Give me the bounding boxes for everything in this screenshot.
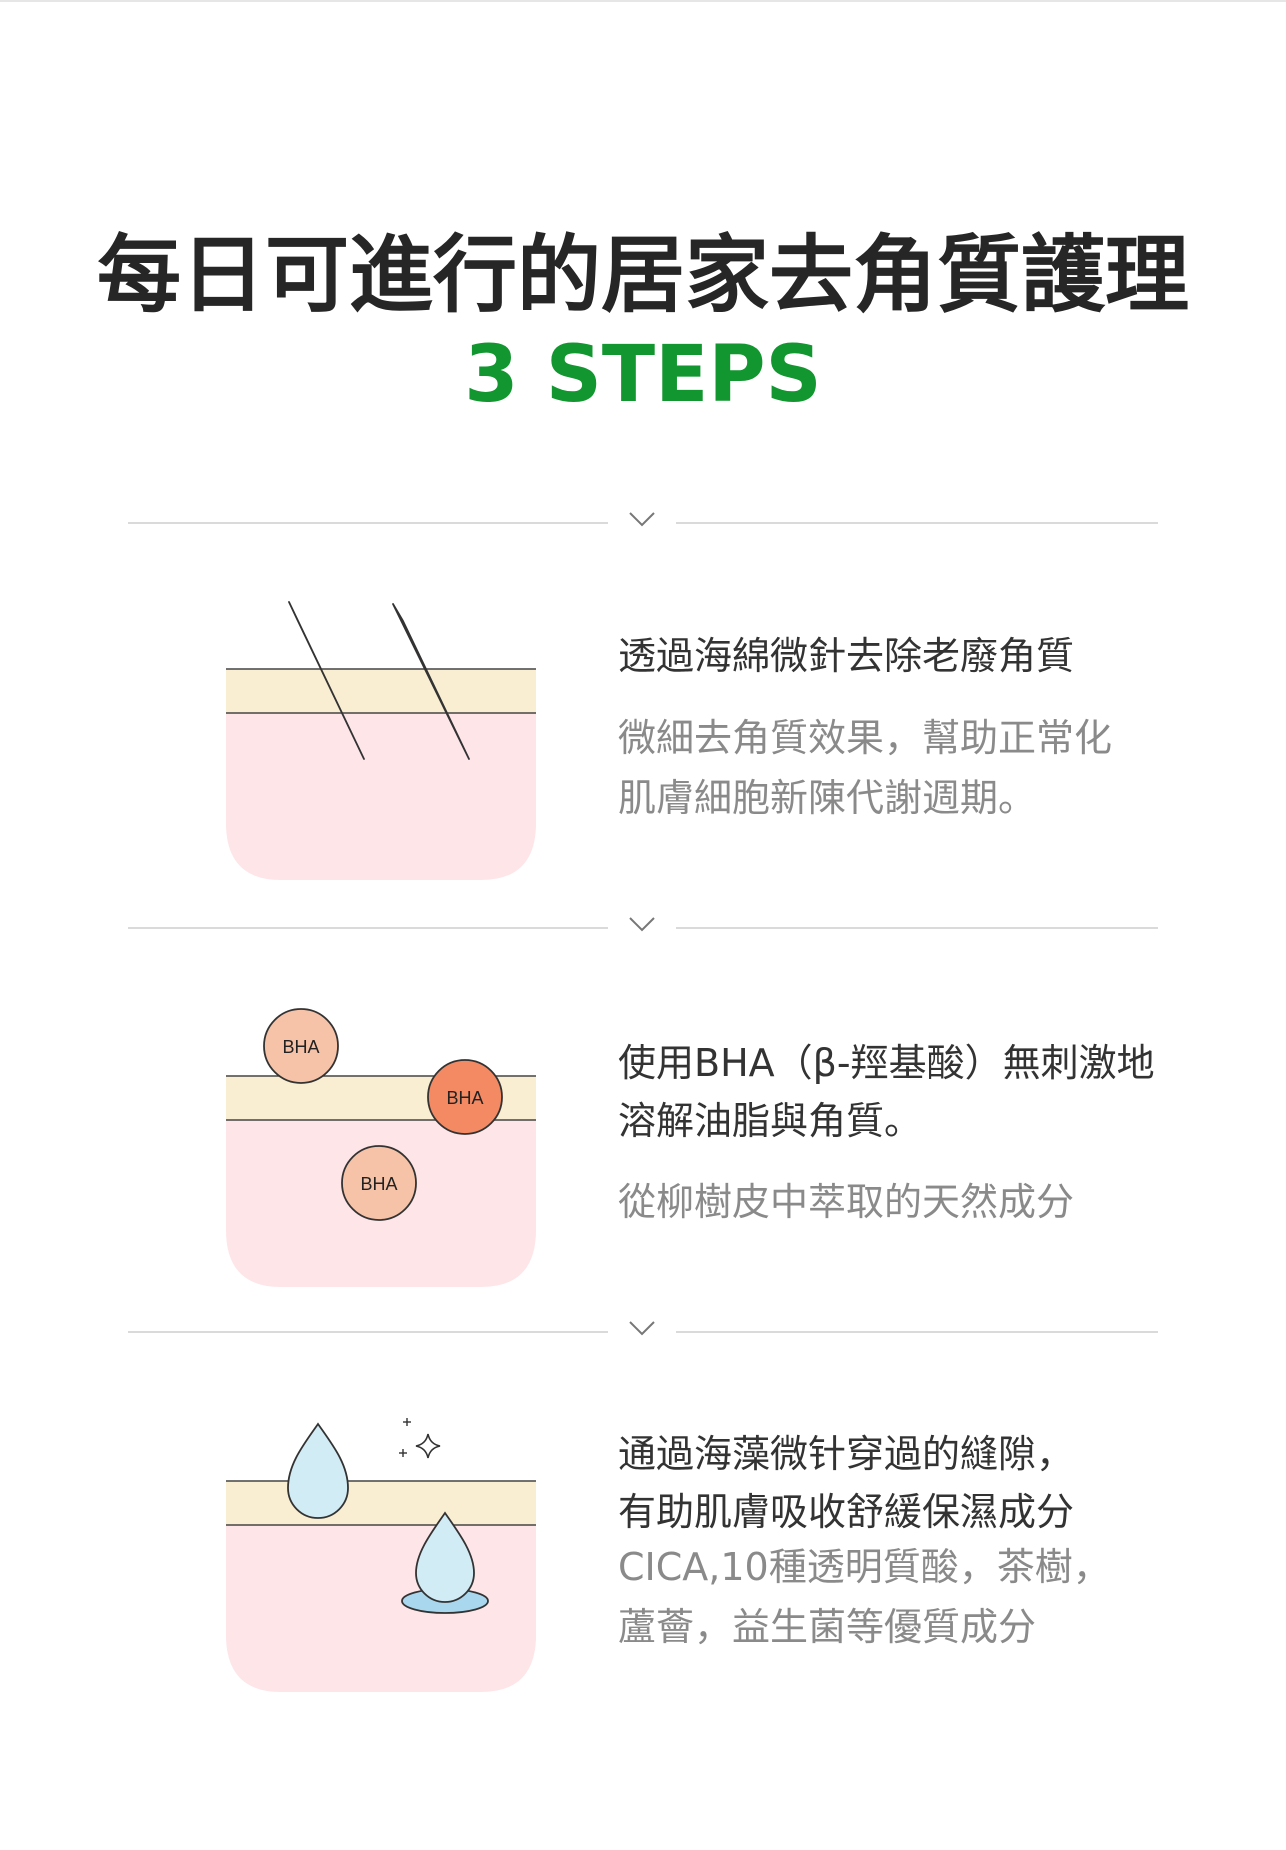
step-2-heading: 使用BHA（β-羥基酸）無刺激地 溶解油脂與角質。	[618, 1041, 1155, 1143]
bha-bubble-label: BHA	[360, 1174, 397, 1194]
divider-line-left	[128, 522, 608, 524]
chevron-down-icon	[629, 917, 655, 932]
bha-bubbles-illustration: BHA BHA BHA	[226, 1008, 536, 1287]
bha-bubble-label: BHA	[446, 1088, 483, 1108]
bha-bubble: BHA	[427, 1059, 503, 1135]
divider-line-right	[676, 522, 1158, 524]
divider-line-right	[676, 1331, 1158, 1333]
section-divider	[128, 1313, 1158, 1353]
chevron-down-icon	[629, 512, 655, 527]
step-3-heading: 通過海藻微针穿過的縫隙， 有助肌膚吸收舒緩保濕成分	[618, 1432, 1075, 1534]
bha-bubble: BHA	[341, 1145, 417, 1221]
spicule-needles-illustration	[226, 601, 536, 880]
water-drop-icon	[287, 1422, 349, 1519]
step-1-heading: 透過海綿微針去除老廢角質	[618, 634, 1075, 678]
section-divider	[128, 504, 1158, 544]
page-title: 每日可進行的居家去角質護理	[96, 226, 1189, 324]
step-1-description: 微細去角質效果，幫助正常化 肌膚細胞新陳代謝週期。	[618, 716, 1113, 820]
section-divider	[128, 909, 1158, 949]
step-3-description: CICA,10種透明質酸，茶樹， 蘆薈，益生菌等優質成分	[618, 1545, 1111, 1649]
step-2-description: 從柳樹皮中萃取的天然成分	[618, 1180, 1075, 1224]
water-drops-illustration	[226, 1418, 536, 1692]
top-border	[0, 0, 1286, 2]
water-drop-icon	[415, 1511, 475, 1603]
sparkle-icon	[415, 1433, 441, 1459]
bha-bubble-label: BHA	[282, 1037, 319, 1057]
divider-line-right	[676, 927, 1158, 929]
page-subtitle: 3 STEPS	[464, 330, 822, 420]
divider-line-left	[128, 1331, 608, 1333]
divider-line-left	[128, 927, 608, 929]
chevron-down-icon	[629, 1321, 655, 1336]
bha-bubble: BHA	[263, 1008, 339, 1084]
